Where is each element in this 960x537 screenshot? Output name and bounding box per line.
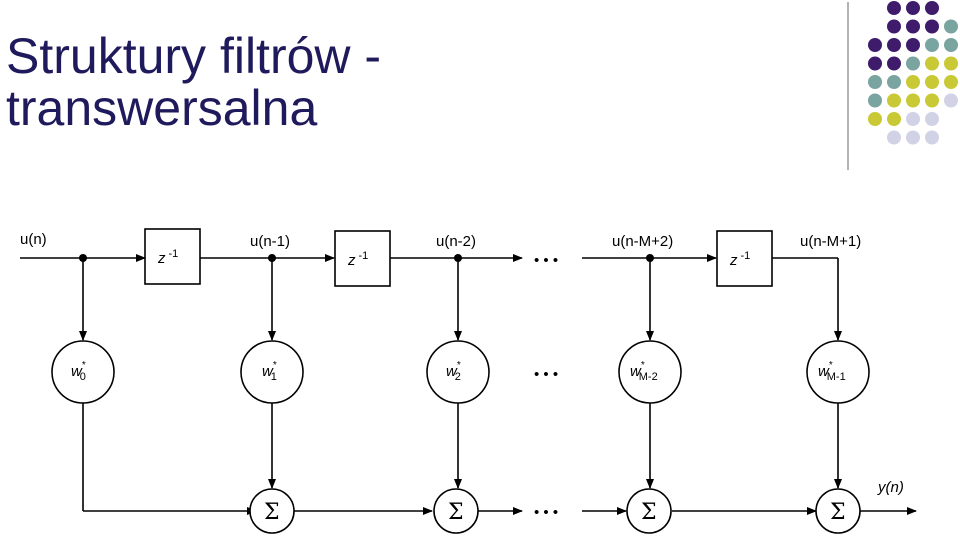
sum-node: Σ — [249, 488, 295, 534]
sum-node: Σ — [626, 488, 672, 534]
ellipsis: • • • — [534, 252, 558, 269]
tap-label: u(n-1) — [250, 233, 290, 250]
svg-text:z-1: z-1 — [157, 248, 178, 267]
svg-text:w*1: w*1 — [262, 360, 277, 383]
tap-label: u(n-M+1) — [800, 233, 861, 250]
slide-title-line2: transwersalna — [6, 80, 318, 136]
slide-title-line1: Struktury filtrów - — [6, 28, 382, 84]
delay-block: z-1 — [334, 230, 391, 287]
svg-text:w*0: w*0 — [71, 360, 86, 383]
weight-node: w*M-2 — [618, 340, 682, 404]
svg-text:w*M-2: w*M-2 — [630, 360, 658, 383]
svg-text:z-1: z-1 — [347, 250, 368, 269]
delay-block: z-1 — [716, 230, 773, 287]
ellipsis: • • • — [534, 366, 558, 383]
svg-text:Σ: Σ — [264, 500, 280, 525]
svg-text:w*M-1: w*M-1 — [818, 360, 846, 383]
weight-node: w*0 — [51, 340, 115, 404]
sum-node: Σ — [433, 488, 479, 534]
weight-node: w*M-1 — [806, 340, 870, 404]
output-label: y(n) — [877, 479, 904, 496]
svg-text:Σ: Σ — [641, 500, 657, 525]
svg-text:Σ: Σ — [448, 500, 464, 525]
ellipsis: • • • — [534, 504, 558, 521]
tap-label: u(n-2) — [436, 233, 476, 250]
svg-text:Σ: Σ — [830, 500, 846, 525]
tap-lines — [79, 258, 842, 511]
delay-block: z-1 — [144, 228, 201, 285]
slide-title: Struktury filtrów - transwersalna — [6, 30, 381, 134]
svg-text:z-1: z-1 — [729, 250, 750, 269]
input-label: u(n) — [20, 231, 47, 248]
tap-label: u(n-M+2) — [612, 233, 673, 250]
svg-text:w*2: w*2 — [446, 360, 461, 383]
weight-node: w*1 — [240, 340, 304, 404]
weight-node: w*2 — [426, 340, 490, 404]
sum-node: Σ — [815, 488, 861, 534]
